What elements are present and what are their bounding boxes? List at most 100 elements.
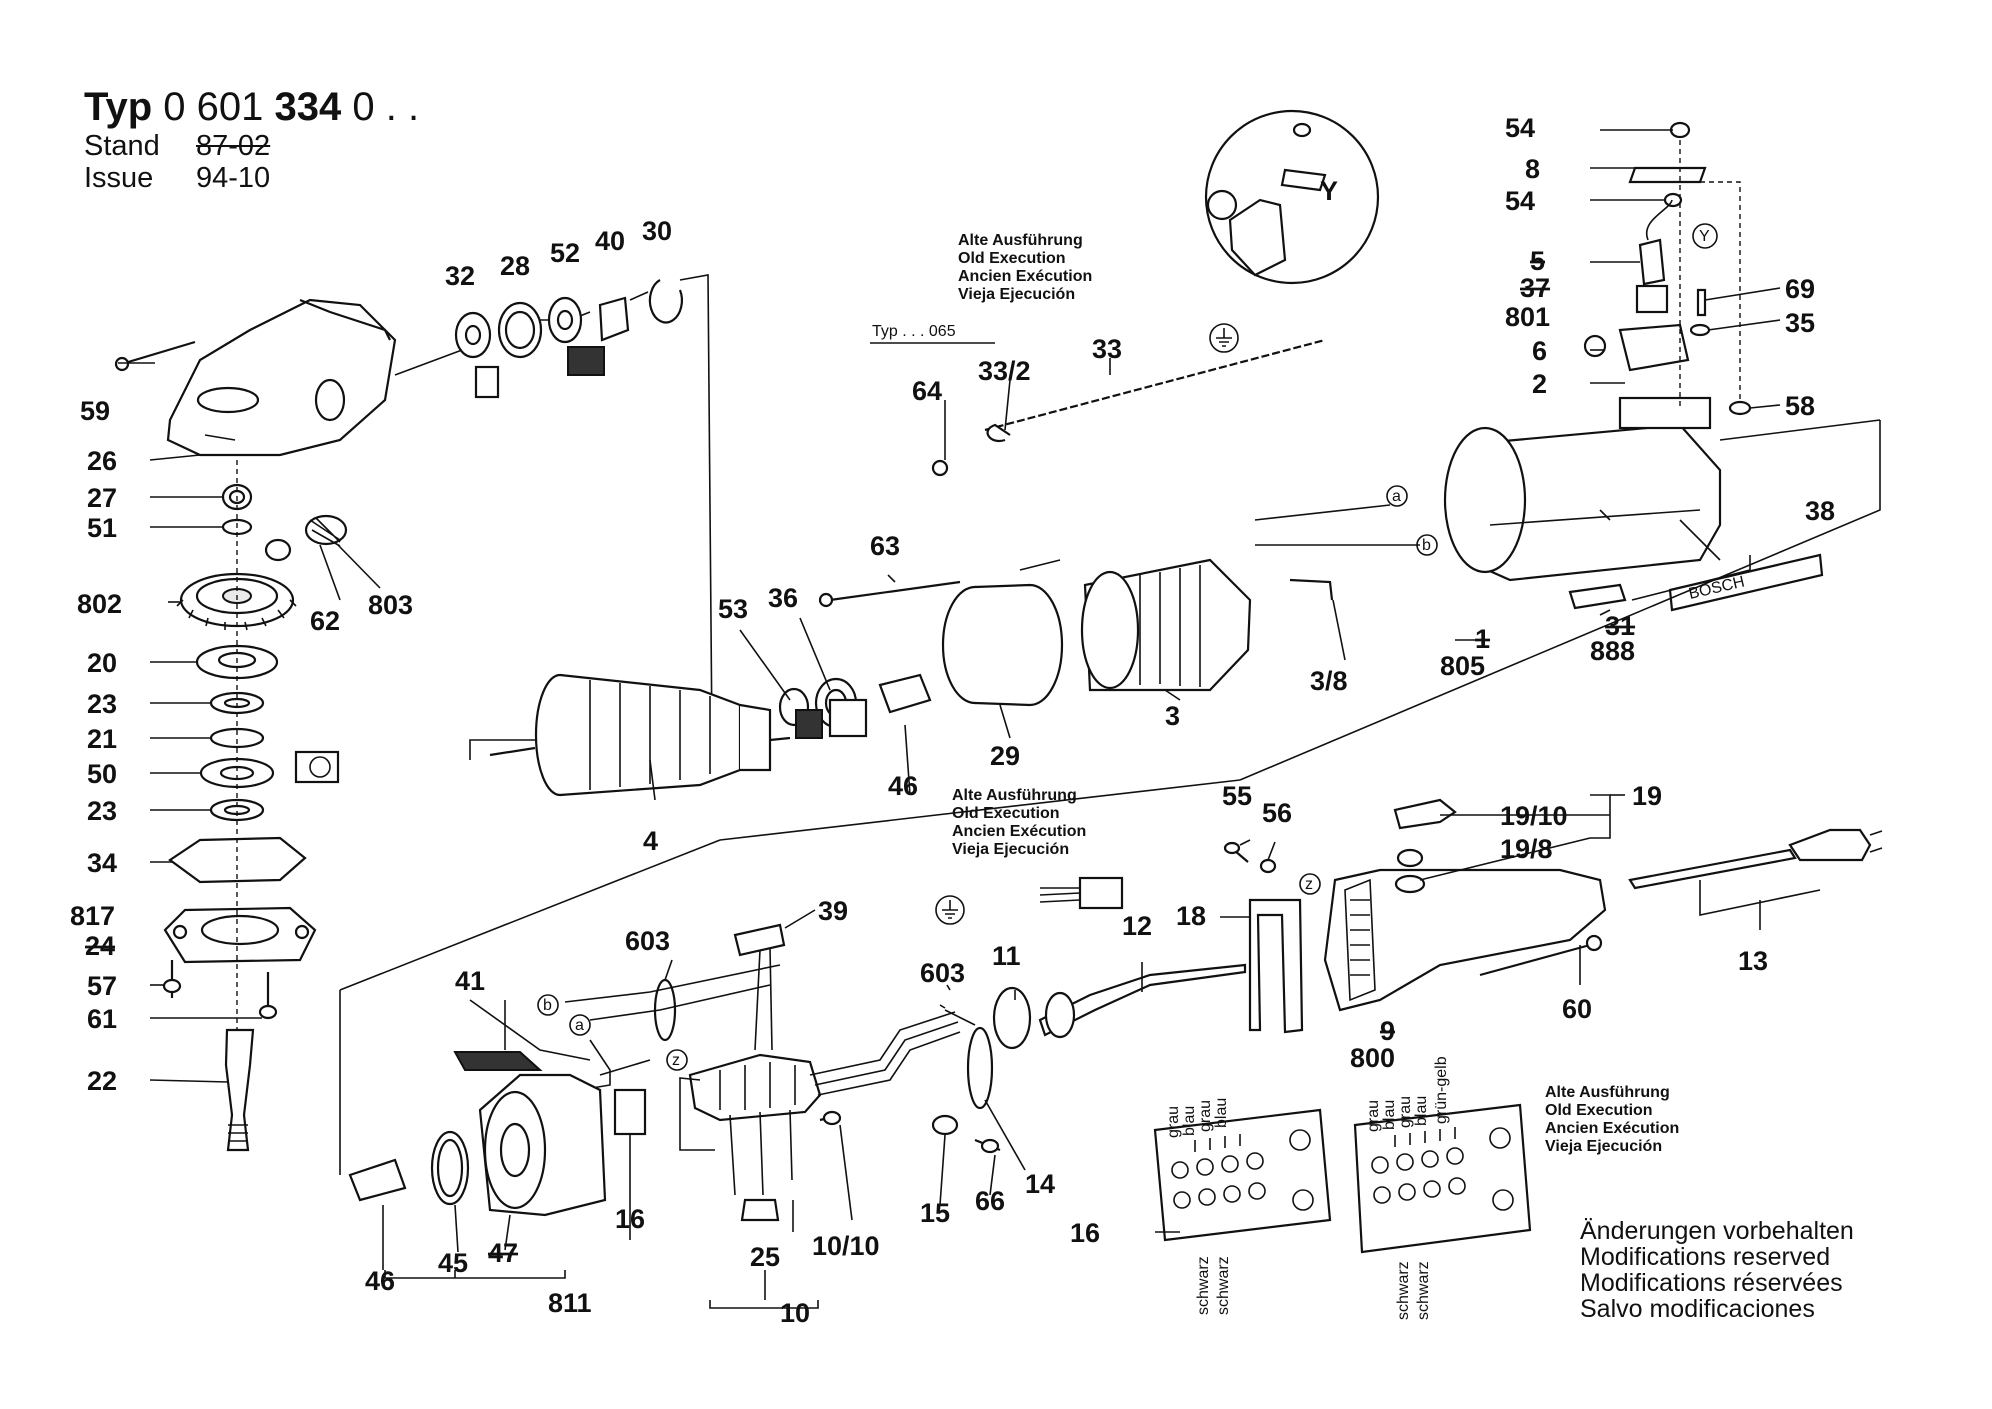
wire-grau-4: grau (1397, 1096, 1414, 1128)
callout-62: 62 (310, 606, 340, 636)
wire-labels-block1: grau blau grau blau schwarz schwarz (1165, 1098, 1232, 1315)
callout-53: 53 (718, 594, 748, 624)
callout-46: 46 (888, 771, 918, 801)
screw-59 (114, 340, 196, 372)
callout-33: 33 (1092, 334, 1122, 364)
callout-54b: 54 (1505, 186, 1535, 216)
callout-26: 26 (87, 446, 117, 476)
connector-a-circle (1386, 485, 1408, 507)
callout-30: 30 (642, 216, 672, 246)
detail-y-label: Y (1320, 176, 1338, 206)
gear-802 (176, 572, 297, 631)
screw-60 (1479, 934, 1603, 977)
screw-57 (162, 960, 182, 998)
earth-wire-33 (931, 338, 1326, 477)
callout-19-10: 19/10 (1500, 801, 1568, 831)
callout-56: 56 (1262, 798, 1292, 828)
callout-802: 802 (77, 589, 122, 619)
callout-55: 55 (1222, 781, 1252, 811)
wire-blau-2: blau (1213, 1098, 1230, 1128)
callout-16b: 16 (615, 1204, 645, 1234)
callout-25: 25 (750, 1242, 780, 1272)
callout-817: 817 (70, 901, 115, 931)
callout-11: 11 (992, 941, 1021, 971)
detail-y-circle: Y (1204, 109, 1380, 285)
callout-29: 29 (990, 741, 1020, 771)
armature-4 (489, 673, 791, 797)
typ-label: Typ (84, 85, 153, 129)
callout-14: 14 (1025, 1169, 1055, 1199)
bracket-19 (1590, 794, 1611, 839)
stand-label: Stand (84, 130, 160, 162)
earth-symbol-top (1209, 323, 1239, 353)
typ-suffix: 0 . . (352, 85, 420, 129)
callout-32: 32 (445, 261, 475, 291)
old-exec-bot-line2: Old Execution (1545, 1102, 1653, 1119)
coupling-46 (878, 673, 932, 714)
callout-15: 15 (920, 1198, 950, 1228)
callout-31: 31 (1605, 611, 1635, 641)
callout-28: 28 (500, 251, 530, 281)
coupling-46b (348, 1158, 407, 1202)
flange-24 (163, 906, 317, 964)
callout-13: 13 (1738, 946, 1768, 976)
bracket-3-8 (1289, 578, 1334, 601)
callout-23a: 23 (87, 689, 117, 719)
old-exec-mid-line3: Ancien Exécution (952, 823, 1086, 840)
wire-grau-3: grau (1365, 1100, 1382, 1132)
screw-55 (1223, 841, 1249, 863)
connector-y-letter: Y (1699, 228, 1710, 245)
tag-16 (613, 1088, 647, 1136)
callout-36: 36 (768, 583, 798, 613)
callout-22: 22 (87, 1066, 117, 1096)
spindle-22 (224, 1028, 255, 1152)
typ-prefix: 0 601 (163, 85, 264, 129)
callout-9: 9 (1380, 1016, 1395, 1046)
old-exec-bot-line3: Ancien Exécution (1545, 1120, 1679, 1137)
terminal-15 (931, 1114, 959, 1136)
connector-b-lower-circle (537, 994, 559, 1016)
bearing-52 (547, 296, 583, 344)
old-exec-line1: Alte Ausführung (958, 232, 1083, 249)
grease-tag-b (567, 346, 605, 376)
callout-27: 27 (87, 483, 117, 513)
circlip-30 (648, 279, 684, 324)
callout-803: 803 (368, 590, 413, 620)
issue-value: 94-10 (196, 162, 271, 194)
callout-58: 58 (1785, 391, 1815, 421)
terminal-block-old (1353, 1103, 1532, 1254)
note-fr: Modifications réservées (1580, 1269, 1843, 1297)
callout-805: 805 (1440, 651, 1485, 681)
screw-66 (974, 1138, 1001, 1154)
callout-34: 34 (87, 848, 117, 878)
typ-note: Typ . . . 065 (872, 323, 956, 340)
callout-16a: 16 (1070, 1218, 1100, 1248)
callout-10: 10 (780, 1298, 810, 1328)
callout-603b: 603 (920, 958, 965, 988)
grease-tag-a (474, 365, 500, 399)
callout-46b: 46 (365, 1266, 395, 1296)
connector-b-circle (1416, 534, 1438, 556)
old-exec-mid-line1: Alte Ausführung (952, 787, 1077, 804)
note-en: Modifications reserved (1580, 1243, 1831, 1271)
terminal-block-16 (1153, 1108, 1332, 1242)
callout-4: 4 (643, 826, 658, 856)
motor-housing (1443, 396, 1722, 582)
power-cord-13 (1628, 828, 1883, 890)
wire-grau-2: grau (1197, 1100, 1214, 1132)
note-es: Salvo modificaciones (1580, 1295, 1815, 1323)
brush-cluster (1583, 121, 1752, 416)
connector-b-letter: b (1422, 537, 1431, 554)
leader-lines (118, 129, 1821, 1270)
suppressor-cap (1039, 876, 1124, 910)
callout-63: 63 (870, 531, 900, 561)
old-exec-mid-line2: Old Execution (952, 805, 1060, 822)
nut-62 (264, 538, 292, 562)
ring-45 (430, 1130, 470, 1206)
connector-z-lower-letter: z (672, 1052, 680, 1069)
air-guide-29 (941, 583, 1064, 707)
callout-801: 801 (1505, 302, 1550, 332)
screw-61 (258, 972, 278, 1020)
